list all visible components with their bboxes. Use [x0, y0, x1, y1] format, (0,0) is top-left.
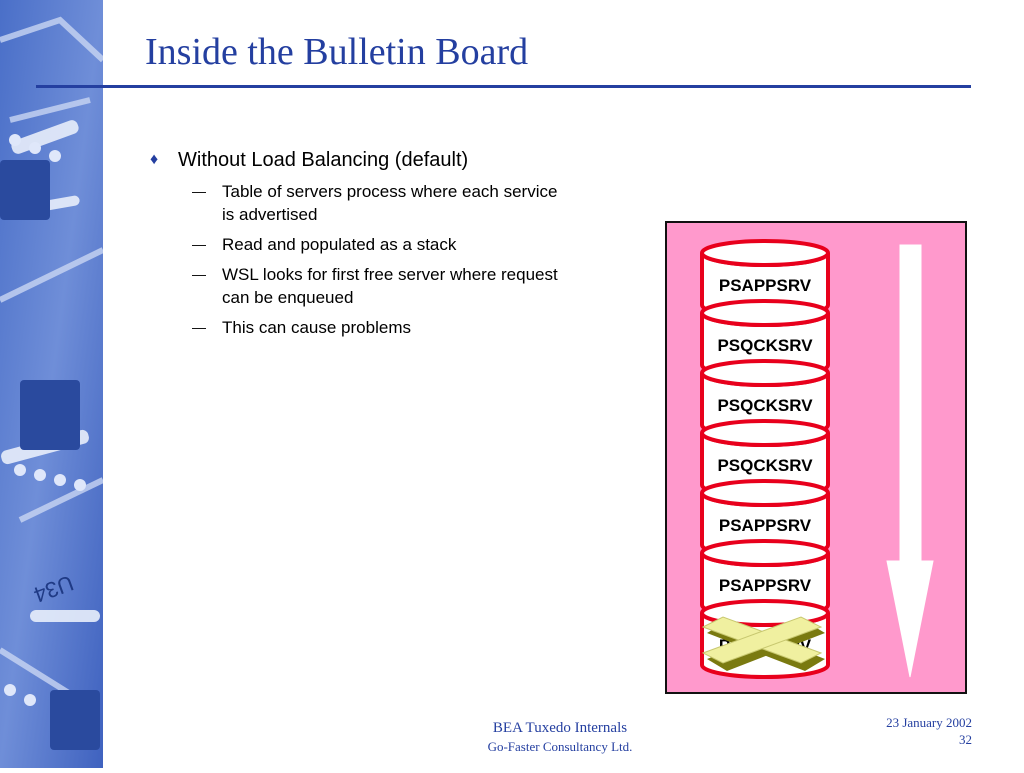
diamond-bullet-icon: ♦	[150, 151, 159, 168]
sub-bullet-item: — Read and populated as a stack	[192, 233, 570, 256]
dash-bullet-icon: —	[192, 236, 206, 252]
footer-right: 23 January 2002 32	[886, 714, 972, 748]
sub-bullet-text: WSL looks for first free server where re…	[222, 265, 558, 307]
sub-bullet-item: — WSL looks for first free server where …	[192, 263, 570, 309]
sub-bullet-item: — This can cause problems	[192, 316, 570, 339]
server-label: PSAPPSRV	[719, 516, 812, 535]
cross-mark-icon	[701, 616, 825, 671]
server-label: PSAPPSRV	[719, 576, 812, 595]
server-label: PSAPPSRV	[719, 276, 812, 295]
sub-bullet-text: Table of servers process where each serv…	[222, 182, 558, 224]
server-label: PSQCKSRV	[717, 456, 813, 475]
server-stack-panel: PSAPPSRV PSQCKSRV PSQCKSRV PSQCKSRV PSAPPSRV…	[665, 221, 967, 694]
server-label: PSQCKSRV	[717, 336, 813, 355]
dash-bullet-icon: —	[192, 266, 206, 282]
server-stack-diagram: PSAPPSRV PSQCKSRV PSQCKSRV PSQCKSRV PSAPPSRV…	[700, 239, 934, 679]
sub-bullet-text: This can cause problems	[222, 318, 411, 337]
footer-company: Go-Faster Consultancy Ltd.	[487, 739, 633, 754]
footer-title: BEA Tuxedo Internals	[492, 720, 628, 736]
title-divider	[36, 85, 971, 88]
bullet-text: Without Load Balancing (default)	[178, 149, 469, 171]
page-number: 32	[959, 732, 972, 747]
sub-bullet-item: — Table of servers process where each se…	[192, 180, 570, 226]
dash-bullet-icon: —	[192, 183, 206, 199]
sidebar-circuit-image: U34	[0, 0, 106, 768]
sub-bullet-text: Read and populated as a stack	[222, 235, 457, 254]
down-arrow-icon	[886, 244, 934, 678]
bullet-list: ♦ Without Load Balancing (default) — Tab…	[150, 148, 570, 346]
footer-date: 23 January 2002	[886, 715, 972, 730]
footer-center: BEA Tuxedo Internals Go-Faster Consultan…	[440, 719, 680, 757]
bullet-item: ♦ Without Load Balancing (default)	[150, 148, 570, 172]
server-label: PSQCKSRV	[717, 396, 813, 415]
dash-bullet-icon: —	[192, 319, 206, 335]
page-title: Inside the Bulletin Board	[145, 31, 529, 73]
